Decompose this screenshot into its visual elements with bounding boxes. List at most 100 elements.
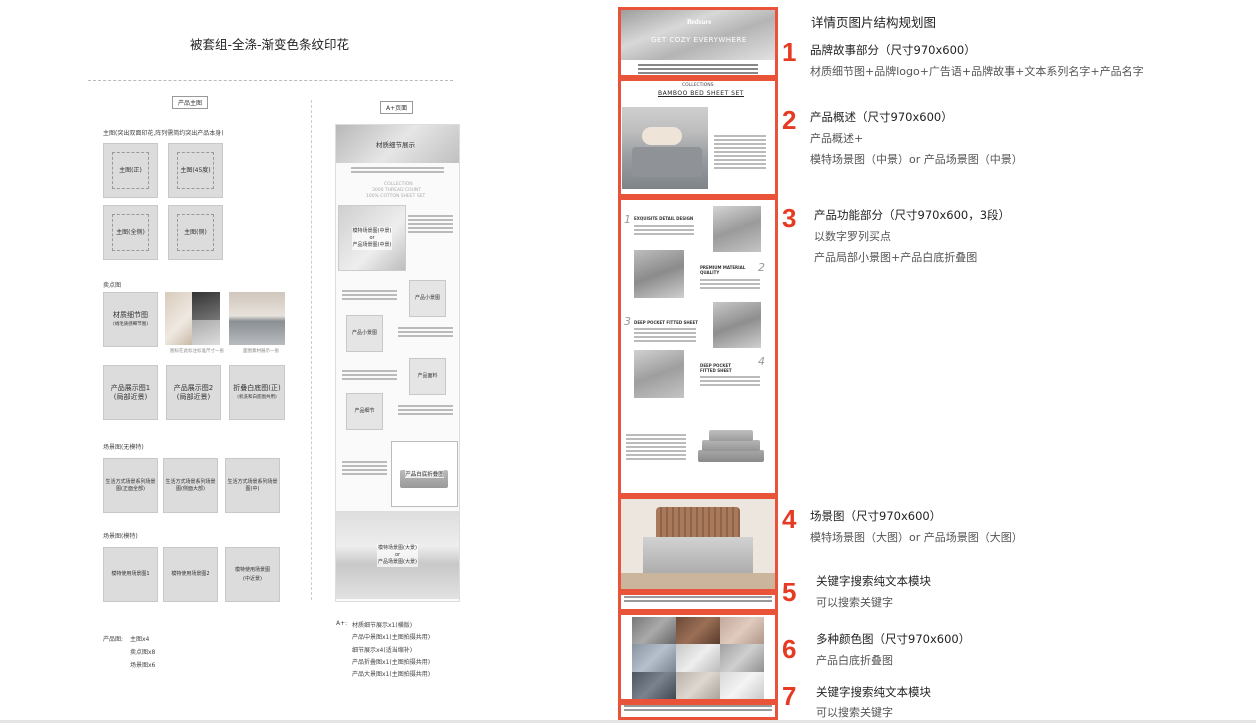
feature-num-2: 2: [758, 261, 765, 274]
collections-label: COLLECTIONS: [682, 83, 714, 88]
bedroom-scene-image: [621, 499, 775, 589]
feature-num-1: 1: [624, 213, 631, 226]
selling-points-label: 卖点图: [103, 282, 122, 289]
main-box-full-side: 主图(全侧): [103, 205, 158, 260]
scene-model-1: 模特使用场景图1: [103, 547, 158, 602]
summary-line-2: 卖点图x8: [130, 649, 156, 656]
feature-num-4: 4: [758, 355, 765, 368]
feature-image-3: [713, 302, 761, 348]
sp-caption-2: 面图素材展示一张: [243, 349, 279, 354]
section-head-7: 关键字搜索纯文本模块: [816, 685, 931, 699]
section-head-3: 产品功能部分（尺寸970x600，3段）: [814, 208, 1011, 222]
feature-image-1: [713, 206, 761, 252]
aplus-collection-sub2: 100% COTTON SHEET SET: [366, 194, 426, 199]
section-4-line-1: 模特场景图（大图）or 产品场景图（大图）: [810, 531, 1023, 544]
aplus-small-4: 产品细节: [346, 393, 383, 430]
aplus-collection-sub: 3000 THREAD COUNT: [372, 188, 422, 193]
left-title: 被套组-全涤-渐变色条纹印花: [190, 37, 350, 52]
hero-slogan: GET COZY EVERYWHERE: [651, 36, 747, 44]
color-swatches-image: [632, 617, 764, 699]
section-2-line-2: 模特场景图（中景）or 产品场景图（中景）: [810, 153, 1023, 166]
model-scene-image: [622, 107, 708, 189]
scene-model-3: 模特使用场景图 (中近景): [225, 547, 280, 602]
sp-fold-white: 折叠白底图(正) (机洗和白底图共用): [229, 365, 285, 420]
aplus-small-3: 产品面料: [409, 358, 446, 395]
scene-nomodel-3: 生活方式场景系列场景图(中): [225, 458, 280, 513]
feature-3-title: DEEP POCKET FITTED SHEET: [634, 320, 698, 325]
aplus-summary-4: 产品折叠图x1(主图拍摄共用): [352, 659, 431, 666]
section-box-3: [618, 197, 778, 496]
sp-collage-image: [165, 292, 220, 345]
section-box-7: [618, 702, 778, 720]
section-head-1: 品牌故事部分（尺寸970x600）: [810, 43, 976, 57]
main-box-side: 主图(侧): [168, 205, 223, 260]
feature-2-title: PREMIUM MATERIAL QUALITY: [700, 265, 746, 275]
main-image-desc: 主图(突出双面印花,阵列需简约突出产品本身): [103, 130, 224, 137]
section-head-2: 产品概述（尺寸970x600）: [810, 110, 953, 124]
aplus-small-1: 产品小景图: [409, 280, 446, 317]
hero-brand-image: Bedsure GET COZY EVERYWHERE: [621, 10, 775, 60]
section-7-line-1: 可以搜索关键字: [816, 706, 893, 719]
aplus-header-text: 材质细节展示: [376, 141, 415, 149]
feature-image-4: [634, 350, 684, 398]
section-6-line-1: 产品白底折叠图: [816, 654, 893, 667]
aplus-column: 材质细节展示 COLLECTION 3000 THREAD COUNT 100%…: [335, 124, 460, 602]
left-plan-sheet: 被套组-全涤-渐变色条纹印花 产品主图 A+页面 主图(突出双面印花,阵列需简约…: [0, 0, 600, 723]
aplus-collection: COLLECTION: [384, 182, 413, 187]
scene-nomodel-label: 场景图(无模特): [103, 444, 144, 451]
sp-bedroom-image: [229, 292, 285, 345]
aplus-summary-5: 产品大景图x1(主图拍摄共用): [352, 671, 431, 678]
section-head-6: 多种颜色图（尺寸970x600）: [816, 632, 971, 646]
aplus-fold-white: 产品白底折叠图: [391, 441, 458, 507]
column-divider: [311, 100, 312, 600]
section-num-6: 6: [782, 634, 797, 664]
section-num-5: 5: [782, 577, 797, 607]
section-box-6: [618, 612, 778, 702]
section-num-4: 4: [782, 504, 797, 534]
aplus-big-scene: 模特场景图(大景) or 产品场景图(大景): [336, 511, 459, 599]
feature-image-2: [634, 250, 684, 298]
section-box-5: [618, 592, 778, 612]
sp-display-1: 产品展示图1 (局部近景): [103, 365, 158, 420]
sp-material-box: 材质细节图 (绒毛质感细节图): [103, 292, 158, 347]
main-box-front: 主图(正): [103, 143, 158, 198]
feature-1-title: EXQUISITE DETAIL DESIGN: [634, 216, 694, 221]
section-5-line-1: 可以搜索关键字: [816, 596, 893, 609]
section-head-4: 场景图（尺寸970x600）: [810, 509, 942, 523]
summary-line-1: 主图x4: [130, 636, 150, 643]
summary-label: 产品图:: [103, 636, 124, 643]
title-divider: [88, 80, 453, 81]
aplus-tag: A+页面: [380, 101, 414, 114]
aplus-summary-1: 材质细节展示x1(横版): [352, 622, 413, 629]
collections-title: BAMBOO BED SHEET SET: [658, 90, 744, 97]
section-box-2: [618, 78, 778, 197]
feature-4-title: DEEP POCKET FITTED SHEET: [700, 363, 732, 373]
sp-display-2: 产品展示图2 (局部近景): [166, 365, 221, 420]
section-num-1: 1: [782, 37, 797, 67]
scene-model-2: 模特使用场景图2: [163, 547, 218, 602]
scene-nomodel-1: 生活方式场景系列场景图(正面全部): [103, 458, 158, 513]
aplus-summary-label: A+:: [336, 620, 348, 627]
main-box-45: 主图(45度): [168, 143, 223, 198]
section-3-line-1: 以数字罗列买点: [814, 230, 891, 243]
section-box-4: [618, 496, 778, 592]
section-head-5: 关键字搜索纯文本模块: [816, 574, 931, 588]
scene-nomodel-2: 生活方式场景系列场景图(侧面大部): [163, 458, 218, 513]
section-2-line-1: 产品概述+: [810, 132, 864, 145]
bottom-border: [0, 720, 1256, 723]
section-num-2: 2: [782, 105, 797, 135]
folded-sheets-image: [693, 420, 768, 470]
scene-model-label: 场景图(模特): [103, 533, 138, 540]
brand-logo: Bedsure: [687, 18, 712, 26]
summary-line-3: 场景图x6: [130, 662, 156, 669]
section-3-line-2: 产品局部小景图+产品白底折叠图: [814, 251, 978, 264]
aplus-summary-2: 产品中景图x1(主图拍摄共用): [352, 634, 431, 641]
aplus-model-scene: 模特场景图(中景) or 产品场景图(中景): [338, 205, 406, 271]
section-num-7: 7: [782, 681, 797, 711]
detail-strip: Bedsure GET COZY EVERYWHERE COLLECTIONS …: [618, 7, 778, 720]
aplus-summary-3: 细节展示x4(适当缩补): [352, 647, 413, 654]
section-box-1: [618, 7, 778, 78]
feature-num-3: 3: [624, 315, 631, 328]
main-image-tag: 产品主图: [172, 96, 209, 109]
section-num-3: 3: [782, 203, 797, 233]
